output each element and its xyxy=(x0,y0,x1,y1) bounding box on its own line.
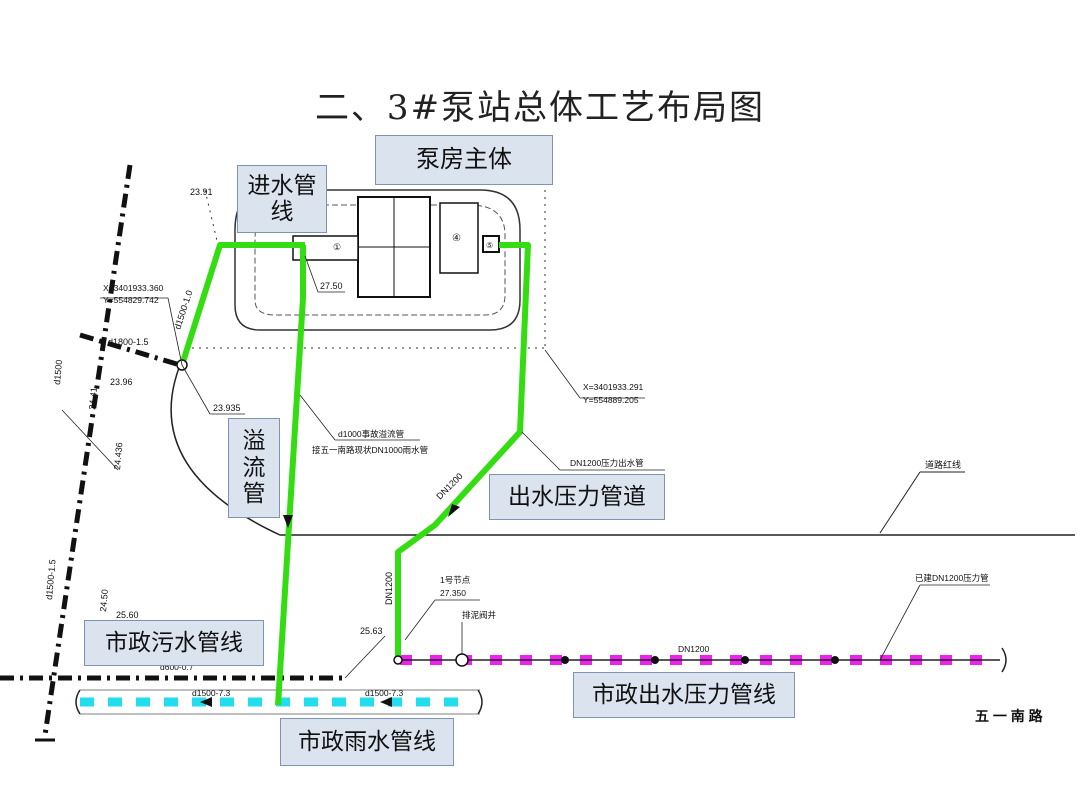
tank-4 xyxy=(439,202,479,274)
elev-2450: 24.50 xyxy=(98,589,110,612)
leader-coord1 xyxy=(167,297,183,366)
unit-4-label: ④ xyxy=(452,233,461,244)
coord-x2: X=3401933.291 xyxy=(583,382,644,392)
outlet-pressure-callout: 出水压力管道 xyxy=(489,474,665,520)
flow-arrow-rain xyxy=(200,697,212,707)
d1800-label: d1800-1.5 xyxy=(108,337,149,347)
valve-well-symbol xyxy=(455,653,469,667)
boundary-top-left xyxy=(204,189,219,246)
existing-dn1200-label: 已建DN1200压力管 xyxy=(915,573,989,583)
road-curb-curve xyxy=(170,364,1075,536)
road-name: 五 一 南 路 xyxy=(975,708,1044,724)
flow-arrow-rain-2 xyxy=(380,697,392,707)
elev-2396: 23.96 xyxy=(110,377,133,387)
green-inlet-pipe xyxy=(179,242,305,366)
green-overflow-pipe xyxy=(275,245,306,706)
node1-label: 1号节点 xyxy=(440,575,471,585)
rain-pipe-left-end xyxy=(75,689,81,715)
flow-arrow-outlet xyxy=(448,504,460,517)
valve-well-label: 排泥阀井 xyxy=(462,610,496,620)
leader-outlet xyxy=(521,431,561,471)
d1500-10-label: d1500-1.0 xyxy=(172,289,194,331)
road-red-line-label: 道路红线 xyxy=(925,459,961,470)
leader-2750 xyxy=(304,255,319,293)
rain-pipe-right-end xyxy=(477,689,483,715)
municipal-outlet-callout: 市政出水压力管线 xyxy=(573,672,795,718)
flow-arrow-overflow xyxy=(283,515,293,528)
overflow-note-1: d1000事故溢流管 xyxy=(338,429,404,439)
pump-house-callout: 泵房主体 xyxy=(375,135,553,185)
overflow-pipe-label: 溢流管 xyxy=(242,428,266,508)
dn1200-outlet-label: DN1200压力出水管 xyxy=(570,458,644,468)
elev-2441: 24.41 xyxy=(87,387,99,410)
elev-2563: 25.63 xyxy=(360,626,383,636)
d1500-15-label: d1500-1.5 xyxy=(44,559,57,600)
coord-y1: Y=554829.742 xyxy=(103,295,159,305)
outlet-pipe-right-end xyxy=(1001,647,1007,673)
dn1200-pipe-label: DN1200 xyxy=(678,644,709,654)
d1500-vertical: d1500 xyxy=(52,359,64,385)
inlet-pipe-label: 进水管线 xyxy=(247,172,317,225)
municipal-sewage-label: 市政污水管线 xyxy=(105,629,243,656)
page-title: 二、3#泵站总体工艺布局图 xyxy=(314,88,766,128)
municipal-rain-label: 市政雨水管线 xyxy=(298,728,436,755)
coord-x1: X=3401933.360 xyxy=(103,283,164,293)
inlet-pipe-callout: 进水管线 xyxy=(237,165,327,233)
elev-24436: 24.436 xyxy=(112,442,124,470)
sewer-code-label: d600-0.7 xyxy=(160,662,194,672)
municipal-sewage-callout: 市政污水管线 xyxy=(84,620,264,666)
d1500-73-b: d1500-7.3 xyxy=(365,688,404,698)
d1500-73-a: d1500-7.3 xyxy=(192,688,231,698)
coord-y2: Y=554889.205 xyxy=(583,395,639,405)
unit-1-label: ① xyxy=(333,242,341,252)
municipal-rain-callout: 市政雨水管线 xyxy=(280,718,454,766)
elev-23935: 23.935 xyxy=(213,403,241,413)
outlet-pressure-label: 出水压力管道 xyxy=(508,483,646,510)
leader-existing xyxy=(879,584,921,661)
elev-2750: 27.50 xyxy=(320,281,343,291)
elev-2560: 25.60 xyxy=(116,610,139,620)
unit-5-label: ⑤ xyxy=(486,241,493,250)
dn1200-vertical-label: DN1200 xyxy=(384,572,394,605)
leader-node1 xyxy=(404,599,436,641)
leader-23935 xyxy=(181,364,211,415)
leader-2563 xyxy=(344,635,386,679)
elev-27350: 27.350 xyxy=(440,588,466,598)
black-sewage-pipes xyxy=(0,164,345,736)
leader-overflow xyxy=(299,394,336,441)
green-outlet-pressure-pipe xyxy=(395,242,531,660)
pump-house-label: 泵房主体 xyxy=(416,145,512,174)
leader-2441 xyxy=(61,409,119,471)
overflow-note-2: 接五一南路现状DN1000雨水管 xyxy=(312,445,428,455)
leader-coord2 xyxy=(544,349,581,399)
road-red-line-leader xyxy=(879,471,921,534)
elev-2391: 23.91 xyxy=(190,187,213,197)
overflow-pipe-callout: 溢流管 xyxy=(228,418,280,518)
municipal-outlet-label: 市政出水压力管线 xyxy=(592,681,776,708)
